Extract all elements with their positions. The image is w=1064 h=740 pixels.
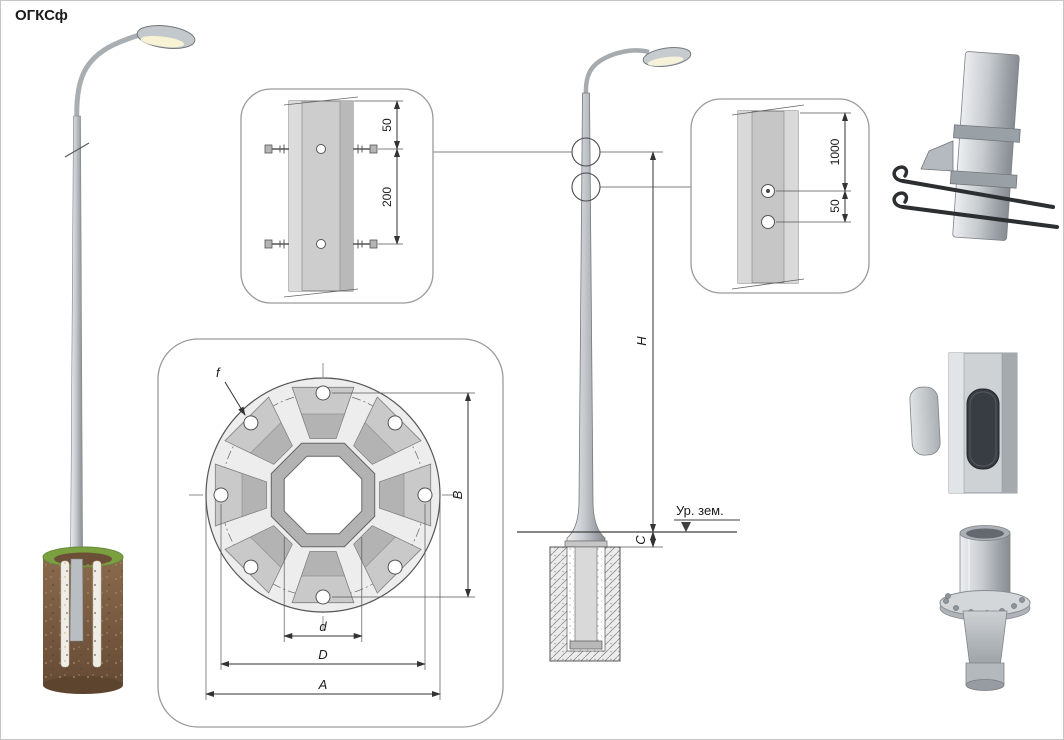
clamp-band-lower: [949, 170, 1018, 189]
dim-200-label: 200: [380, 187, 394, 207]
joint-bolts: [264, 144, 378, 249]
left-pole-3d-render: [42, 25, 196, 694]
lamp-head: [136, 25, 196, 49]
pole-break-mark: [64, 142, 90, 158]
detail-circle-lower: [571, 172, 601, 202]
dim-f-label: f: [216, 365, 221, 380]
hatch-door: [909, 386, 941, 456]
pole-section: [283, 96, 359, 298]
suspension-rods: [892, 165, 1059, 229]
flange-dimensions: f B d D A: [205, 365, 475, 700]
dim-C-label: C: [633, 535, 648, 545]
ground-marker: [681, 522, 691, 532]
elevation-pole: [566, 92, 606, 542]
right-joint-detail: 1000 50: [690, 98, 870, 294]
pole-shaft-embedded: [69, 558, 84, 642]
page-title: ОГКСф: [15, 7, 68, 24]
top-joint-detail: 50 200: [240, 88, 434, 304]
dim-A-label: A: [318, 677, 328, 692]
dim-B-label: B: [450, 490, 465, 499]
dim-H-label: H: [634, 336, 649, 346]
connector-lines: [433, 151, 691, 188]
flange-holes: [213, 385, 433, 605]
dim-50-label: 50: [380, 118, 394, 132]
elevation-dimensions: H Ур. зем. C: [517, 151, 740, 548]
hatch-opening: [966, 388, 1000, 470]
foundation-insert-render: [939, 525, 1031, 691]
elevation-lamp-arm: [583, 48, 650, 96]
joint-dimensions: 50 200: [354, 100, 403, 245]
dim-D-label: D: [318, 647, 327, 662]
dim-d-label: d: [319, 619, 327, 634]
insert-cone: [962, 610, 1008, 668]
lower-hole: [761, 215, 775, 229]
suspension-clamp-render: [892, 51, 1059, 241]
lamp-arm: [74, 29, 160, 124]
base-flange-plate: [564, 540, 608, 548]
clamp-wedge: [920, 140, 954, 172]
pole-elevation: H Ур. зем. C: [517, 46, 740, 662]
octagon-ring: [270, 442, 376, 548]
dim-1000-label: 1000: [828, 138, 842, 165]
service-hatch-render: [909, 352, 1018, 494]
dim-f-leader: [224, 381, 246, 416]
pole-section: [731, 104, 805, 290]
elevation-lamp-head: [642, 46, 692, 68]
flange-plan-detail: f B d D A: [157, 338, 504, 728]
ground-level-label: Ур. зем.: [676, 503, 724, 518]
foundation-section: [549, 546, 621, 662]
dim-50-label: 50: [828, 199, 842, 213]
hole-dimensions: 1000 50: [776, 112, 851, 223]
clamp-band-upper: [953, 124, 1021, 143]
